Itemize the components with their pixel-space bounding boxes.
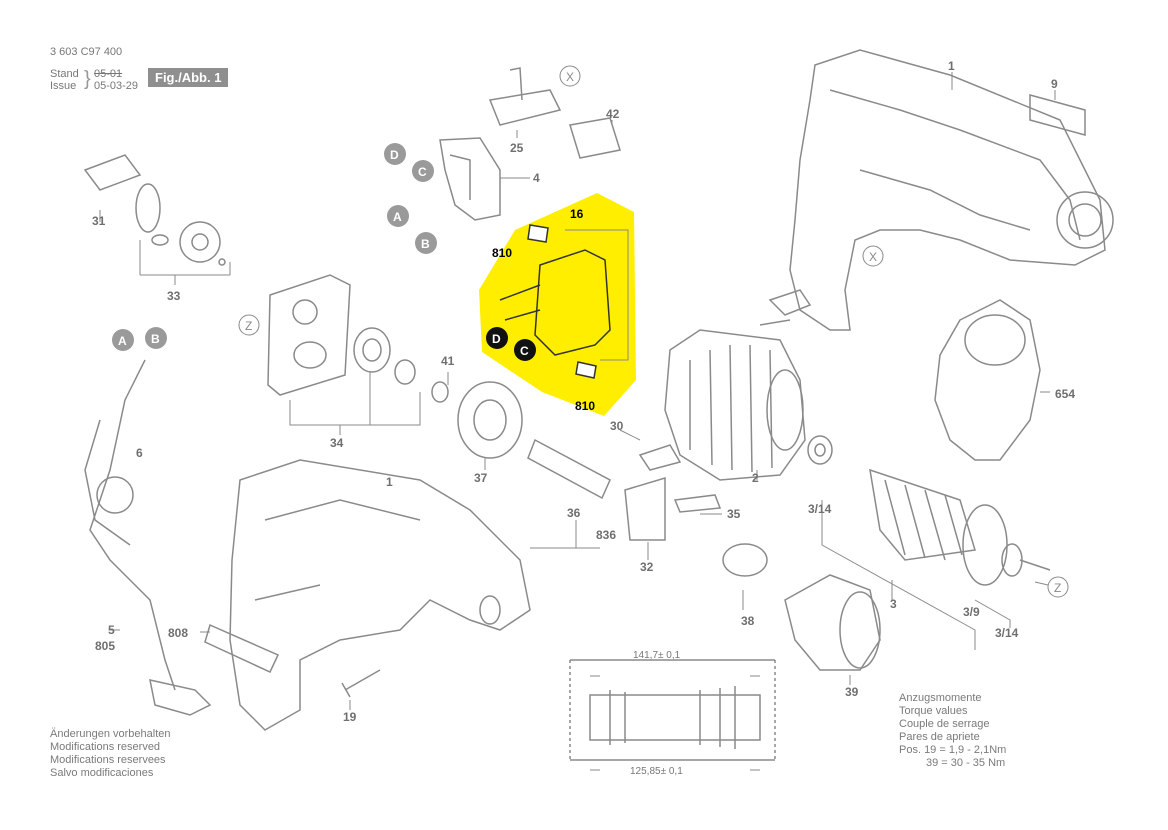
callouts-xz: X X Z Z: [238, 65, 1069, 598]
part-label-34: 34: [330, 436, 344, 450]
part-label-810-top: 810: [492, 246, 512, 260]
part-label-654: 654: [1055, 387, 1075, 401]
part-label-5: 5: [108, 623, 115, 637]
part-label-38: 38: [741, 614, 755, 628]
part-label-41: 41: [441, 354, 455, 368]
brace-glyph: }: [84, 68, 91, 90]
part-label-4: 4: [533, 171, 540, 185]
torque-pos19: Pos. 19 = 1,9 - 2,1Nm: [899, 744, 1007, 756]
part-label-808: 808: [168, 626, 188, 640]
part-label-39: 39: [845, 685, 859, 699]
marker-b-cable: B: [151, 332, 160, 346]
dimension-top: 141,7± 0,1: [633, 650, 681, 661]
marker-d-black: D: [492, 332, 501, 346]
part-label-2: 2: [752, 471, 759, 485]
torque-line-es: Pares de apriete: [899, 731, 980, 743]
part-label-16: 16: [570, 207, 584, 221]
note-line-de: Änderungen vorbehalten: [50, 728, 171, 740]
part-label-33: 33: [167, 289, 181, 303]
marker-a-cable: A: [118, 334, 127, 348]
note-line-es: Salvo modificaciones: [50, 767, 154, 779]
part-label-3-14a: 3/14: [808, 502, 832, 516]
callout-z-left: Z: [245, 319, 252, 333]
part-labels: 1 9 25 42 4 16 810 810 31 33 34 41 6 37 …: [92, 59, 1075, 724]
doc-number: 3 603 C97 400: [50, 46, 123, 58]
letter-markers: D C A B A B D C: [112, 143, 536, 361]
dimension-bottom: 125,85± 0,1: [630, 766, 683, 777]
part-label-35: 35: [727, 507, 741, 521]
part-label-1b: 1: [386, 475, 393, 489]
issue-value: 05-03-29: [94, 80, 139, 92]
modifications-note: Änderungen vorbehalten Modifications res…: [50, 728, 170, 780]
callout-x-top: X: [566, 70, 574, 84]
torque-line-fr: Couple de serrage: [899, 718, 990, 730]
part-label-9: 9: [1051, 77, 1058, 91]
part-label-19: 19: [343, 710, 357, 724]
callout-z-right: Z: [1054, 581, 1061, 595]
part-outlines: [83, 49, 1114, 761]
part-label-1: 1: [948, 59, 955, 73]
issue-label: Issue: [50, 80, 77, 92]
marker-d-gray: D: [390, 148, 399, 162]
callout-x-right: X: [869, 250, 877, 264]
torque-values: Anzugsmomente Torque values Couple de se…: [899, 692, 1006, 770]
highlight-region: [479, 193, 636, 416]
part-label-42: 42: [606, 107, 620, 121]
part-label-36: 36: [567, 506, 581, 520]
part-label-3-9: 3/9: [963, 605, 980, 619]
part-label-30: 30: [610, 419, 624, 433]
marker-c-gray: C: [418, 165, 427, 179]
note-line-en: Modifications reserved: [50, 741, 161, 753]
leader-lines: [99, 72, 1056, 771]
part-label-810-bottom: 810: [575, 399, 595, 413]
part-label-31: 31: [92, 214, 106, 228]
torque-line-en: Torque values: [899, 705, 968, 717]
torque-line-de: Anzugsmomente: [899, 692, 982, 704]
part-label-25: 25: [510, 141, 524, 155]
part-label-37: 37: [474, 471, 488, 485]
stand-value: 05-01: [94, 68, 123, 80]
part-label-3-14b: 3/14: [995, 626, 1019, 640]
marker-b-gray: B: [421, 237, 430, 251]
torque-pos39: 39 = 30 - 35 Nm: [926, 757, 1006, 769]
marker-a-gray: A: [393, 210, 402, 224]
housing-right: [789, 49, 1106, 331]
part-label-32: 32: [640, 560, 654, 574]
part-label-6: 6: [136, 446, 143, 460]
figure-label: Fig./Abb. 1: [148, 68, 229, 87]
marker-c-black: C: [520, 344, 529, 358]
note-line-fr: Modifications reservees: [50, 754, 166, 766]
part-label-805: 805: [95, 639, 115, 653]
stand-label: Stand: [50, 68, 79, 80]
part-label-3: 3: [890, 597, 897, 611]
part-label-836: 836: [596, 528, 616, 542]
